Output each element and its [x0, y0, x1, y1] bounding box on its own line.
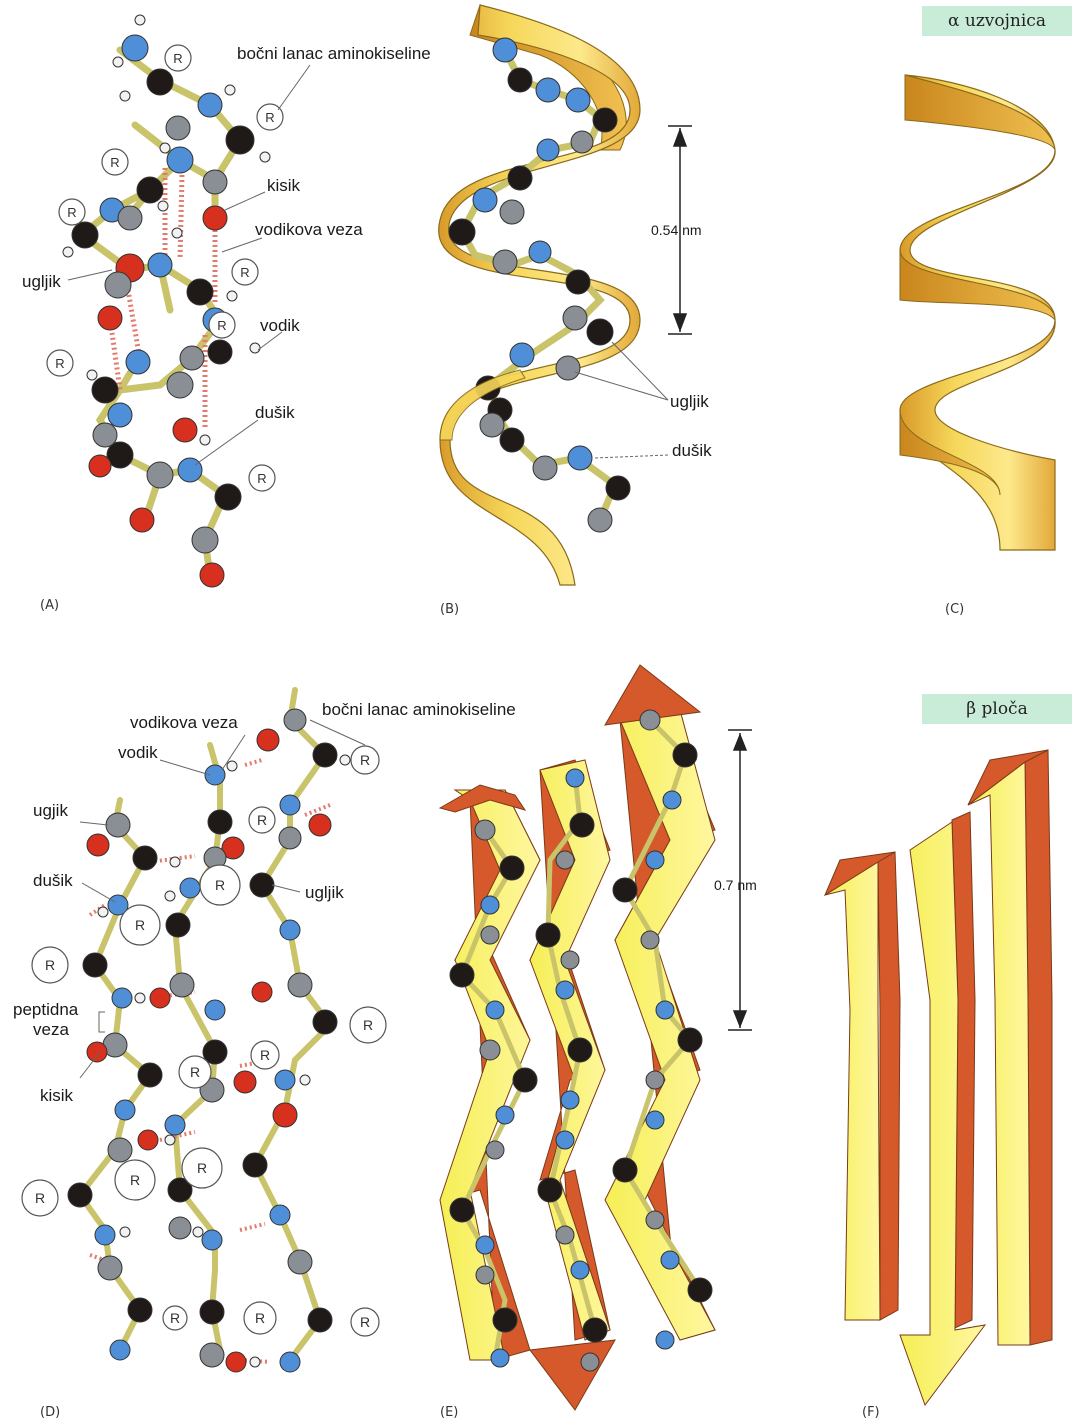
panel-d-atoms [67, 708, 351, 1373]
panel-b-atoms [448, 37, 631, 533]
panel-a-atoms [62, 14, 271, 588]
panel-c-model [899, 74, 1056, 551]
r-label: R [110, 155, 119, 170]
label-nitrogen-b: dušik [672, 441, 712, 460]
panel-b-leaders [574, 341, 669, 459]
panel-d-leaders [79, 719, 366, 1079]
r-label: R [257, 471, 266, 486]
r-label: R [265, 110, 274, 125]
panel-d-r-groups [21, 745, 387, 1337]
alpha-ribbon-back [904, 74, 1056, 151]
r-label: R [240, 265, 249, 280]
r-label: R [35, 1190, 45, 1206]
panel-a-r-letters: R R R R R R R R [55, 51, 274, 486]
label-carbon-d: ugljik [305, 883, 344, 902]
alpha-helix-tag: α uzvojnica [922, 6, 1072, 36]
panel-d-model: R R R R R R R R R R R R R R [21, 687, 387, 1373]
beta-sheet-tag: β ploča [922, 694, 1072, 724]
label-peptide-bond-line1: peptidna [13, 1000, 79, 1019]
beta-arrow-1 [824, 861, 881, 1321]
panel-a-model: R R R R R R R R [46, 14, 311, 588]
beta-arrow-2 [899, 821, 987, 1407]
label-carbon-b: ugljik [670, 392, 709, 411]
label-oxygen-d: kisik [40, 1086, 74, 1105]
label-hydrogen-d: vodik [118, 743, 158, 762]
pitch-arrow [668, 125, 692, 335]
panel-e-model [438, 664, 752, 1411]
r-label: R [170, 1310, 180, 1326]
label-nitrogen-d: dušik [33, 871, 73, 890]
r-label: R [217, 318, 226, 333]
label-spacing: 0.7 nm [714, 877, 757, 893]
r-label: R [360, 1314, 370, 1330]
panel-label-f: (F) [862, 1405, 880, 1420]
label-peptide-bond-line2: veza [33, 1020, 69, 1039]
label-hydrogen-bond-a: vodikova veza [255, 220, 363, 239]
panel-label-a: (A) [40, 598, 60, 613]
label-carbon-typo-d: ugjik [33, 801, 68, 820]
r-label: R [130, 1172, 140, 1188]
panel-label-b: (B) [440, 602, 460, 617]
panel-a-r-groups [46, 44, 284, 492]
r-label: R [257, 812, 267, 828]
helix-ribbon-front-strip [439, 369, 526, 441]
panel-label-e: (E) [440, 1405, 459, 1420]
r-label: R [55, 356, 64, 371]
label-hydrogen-bond-d: vodikova veza [130, 713, 238, 732]
panel-label-c: (C) [945, 602, 965, 617]
r-label: R [190, 1064, 200, 1080]
label-side-chain-d: bočni lanac aminokiseline [322, 700, 516, 719]
beta-strand-3 [604, 709, 716, 1341]
panel-a-hbonds [107, 168, 218, 430]
beta-strand-2-head [529, 1339, 616, 1411]
label-hydrogen-a: vodik [260, 316, 300, 335]
label-carbon-a: ugljik [22, 272, 61, 291]
r-label: R [363, 1017, 373, 1033]
r-label: R [255, 1310, 265, 1326]
r-label: R [45, 957, 55, 973]
panel-e-atoms [449, 709, 713, 1372]
beta-strand-1-head [438, 784, 527, 813]
label-oxygen-a: kisik [267, 176, 301, 195]
beta-arrow-1-side [877, 851, 901, 1321]
r-label: R [135, 917, 145, 933]
alpha-ribbon [899, 74, 1056, 551]
r-label: R [197, 1160, 207, 1176]
r-label: R [360, 752, 370, 768]
panel-d-r-letters: R R R R R R R R R R R R R R [35, 752, 373, 1330]
r-label: R [67, 205, 76, 220]
panel-a-leaders [67, 64, 311, 466]
label-nitrogen-a: dušik [255, 403, 295, 422]
r-label: R [215, 877, 225, 893]
spacing-arrow [728, 729, 752, 1031]
label-pitch: 0.54 nm [651, 222, 702, 238]
label-side-chain-a: bočni lanac aminokiseline [237, 44, 431, 63]
panel-label-d: (D) [40, 1405, 61, 1420]
beta-arrow-3 [967, 761, 1031, 1346]
panel-b-model [438, 4, 692, 586]
r-label: R [260, 1047, 270, 1063]
r-label: R [173, 51, 182, 66]
panel-f-model [823, 749, 1053, 1407]
